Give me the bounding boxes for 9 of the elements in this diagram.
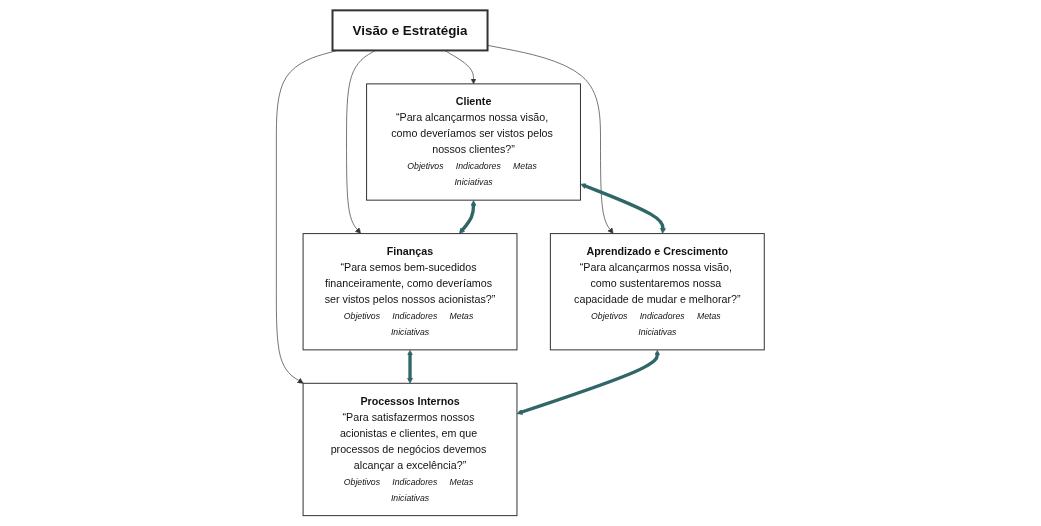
arrow: [459, 200, 477, 234]
arrow: [516, 349, 661, 415]
arrow: [580, 183, 667, 234]
arrow: [407, 349, 414, 384]
node-box: Aprendizado e Crescimento “Para alcançarmos nossa visão, como sustentaremos nossa capacidade de mudar e melhorar?” Objetivos Indicadores Metas Iniciativas: [550, 233, 765, 351]
node-box: Finanças “Para semos bem-sucedidos financeiramente, como deveríamos ser vistos pelos nossos acionistas?” Objetivos Indicadores Metas Iniciativas: [302, 233, 518, 351]
node-box: Processos Internos “Para satisfazermos nossos acionistas e clientes, em que processos de negócios devemos alcançar a excelência?” Objetivos Indicadores Metas Iniciativas: [302, 382, 518, 517]
node-box: Visão e Estratégia: [331, 9, 489, 52]
node-box: Cliente “Para alcançarmos nossa visão, como deveríamos ser vistos pelos nossos clientes?” Objetivos Indicadores Metas Iniciativas: [366, 83, 582, 201]
